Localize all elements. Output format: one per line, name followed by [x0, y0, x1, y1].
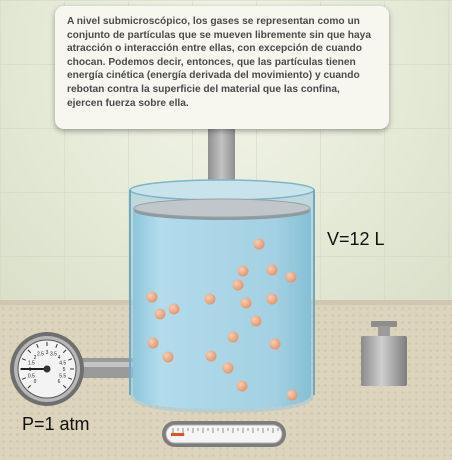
info-text: A nivel submicroscópico, los gases se re…	[67, 16, 372, 109]
gas-particle	[240, 297, 252, 309]
gauge-tick-label: 2	[34, 355, 37, 361]
gauge-tick	[55, 343, 58, 348]
gas-particle	[250, 315, 262, 327]
gas-cylinder	[129, 179, 315, 413]
gas-particle	[266, 293, 278, 305]
gauge-tick-label: 0.5	[28, 374, 35, 380]
gauge-tick	[27, 384, 32, 389]
gauge-pipe	[82, 358, 134, 378]
gas-particle	[154, 308, 166, 320]
gauge-tick-label: 4	[58, 355, 61, 361]
gauge-tick-label: 3.5	[50, 351, 57, 357]
gas-particle	[205, 350, 217, 362]
gas-particle	[204, 293, 216, 305]
gauge-tick-label: 1.5	[28, 360, 35, 366]
gas-volume	[133, 208, 311, 409]
gas-particle	[253, 238, 265, 250]
gas-particle	[168, 303, 180, 315]
pressure-gauge: 00.511.522.533.544.555.56	[10, 332, 84, 406]
gas-particle	[236, 380, 248, 392]
gas-particles	[146, 238, 298, 401]
gas-particle	[269, 338, 281, 350]
gauge-tick	[68, 377, 73, 380]
gas-particle	[162, 351, 174, 363]
gauge-tick-label: 4.5	[59, 360, 66, 366]
gauge-tick	[27, 349, 32, 354]
gauge-tick-label: 5.5	[59, 374, 66, 380]
piston-icon[interactable]	[133, 198, 311, 220]
gauge-dial: 00.511.522.533.544.555.56	[20, 342, 74, 389]
pressure-label: P=1 atm	[22, 414, 90, 434]
gauge-tick	[36, 343, 39, 348]
gas-particle	[285, 271, 297, 283]
gas-particle	[232, 279, 244, 291]
gauge-tick-label: 5	[63, 367, 66, 373]
gas-particle	[147, 337, 159, 349]
info-panel: A nivel submicroscópico, los gases se re…	[55, 6, 389, 129]
gas-particle	[146, 291, 158, 303]
gauge-tick	[21, 377, 26, 380]
gas-particle	[227, 331, 239, 343]
gauge-tick-label: 0	[34, 379, 37, 385]
gauge-tick-label: 3	[46, 350, 49, 356]
weight-icon[interactable]	[361, 321, 407, 386]
gas-particle	[222, 362, 234, 374]
gauge-tick-label: 2.5	[37, 351, 44, 357]
gauge-tick-label: 6	[58, 379, 61, 385]
gauge-tick	[21, 358, 26, 361]
gas-particle	[286, 389, 298, 401]
gas-particle	[237, 265, 249, 277]
gauge-tick	[62, 349, 67, 354]
thermometer-fill	[171, 433, 185, 436]
volume-label: V=12 L	[327, 229, 385, 249]
gauge-tick	[68, 358, 73, 361]
thermometer	[162, 421, 286, 447]
gauge-tick	[62, 384, 67, 389]
gas-particle	[266, 264, 278, 276]
